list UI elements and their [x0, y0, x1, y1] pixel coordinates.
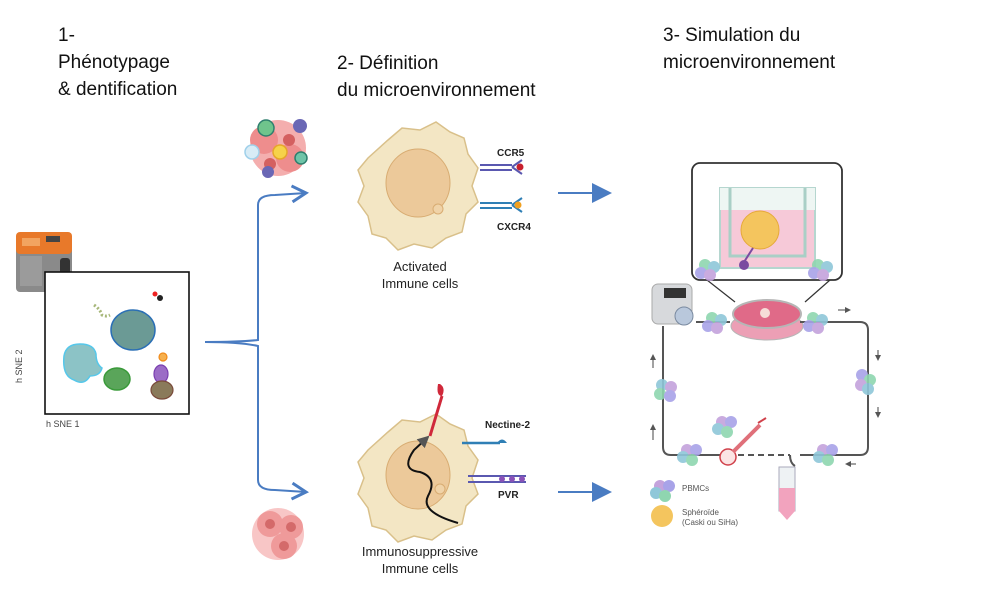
- cluster-teal-large: [110, 309, 156, 351]
- pbmc-clusters: [654, 259, 876, 466]
- cluster-purple: [153, 364, 169, 384]
- pvr-receptor-icon: [468, 475, 526, 483]
- activated-cells-label: Activated Immune cells: [370, 258, 470, 292]
- cluster-olive: [93, 303, 111, 318]
- cluster-red: [152, 291, 158, 297]
- cluster-brown: [150, 380, 174, 400]
- step1-line3: & dentification: [58, 79, 178, 100]
- legend-pbmc-icon: [650, 480, 675, 502]
- bracket-arrow: [204, 184, 310, 501]
- cluster-orange: [158, 352, 168, 362]
- legend-spheroid-line2: (Caski ou SiHa): [682, 518, 739, 527]
- step3-line1: 3- Simulation du: [663, 25, 801, 46]
- activated-label-line2: Immune cells: [381, 276, 459, 291]
- step1-title: 1- Phénotypage & dentification: [58, 22, 177, 103]
- tsne-plot: [44, 271, 190, 415]
- tumor-infiltrated-icon: [244, 119, 308, 178]
- activated-label-line1: Activated: [393, 259, 447, 274]
- immunosuppressive-cells-label: Immunosuppressive Immune cells: [360, 543, 480, 577]
- reservoir-tube-icon: [778, 466, 796, 520]
- petri-dish-icon: [730, 299, 804, 341]
- pvr-label: PVR: [498, 490, 519, 501]
- spheroid-icon: [740, 210, 780, 250]
- cluster-cyan: [62, 343, 103, 383]
- transwell-inset: [691, 162, 843, 281]
- step3-line2: microenvironnement: [663, 52, 836, 73]
- step2-title: 2- Définition du microenvironnement: [337, 50, 536, 104]
- signal-arrow-icon: [407, 435, 459, 524]
- immunosuppressive-label-line1: Immunosuppressive: [361, 544, 479, 559]
- step3-title: 3- Simulation du microenvironnement: [663, 22, 835, 76]
- cluster-black: [157, 295, 163, 301]
- step1-line1: 1-: [58, 25, 75, 46]
- circuit-tubing: [662, 321, 869, 467]
- ccr5-label: CCR5: [497, 148, 525, 159]
- legend-pbmc-label: PBMCs: [682, 484, 710, 493]
- immunosuppressive-immune-cell: [357, 384, 479, 543]
- nectine2-receptor-icon: [462, 439, 507, 445]
- flow-arrows: [650, 307, 881, 467]
- cxcr4-label: CXCR4: [497, 222, 531, 233]
- peristaltic-pump-icon: [651, 283, 694, 326]
- cxcr4-receptor-icon: [480, 197, 523, 213]
- tumor-icon: [252, 508, 304, 560]
- ccr5-receptor-icon: [480, 159, 524, 175]
- legend-spheroid-label: Sphéroïde (Caski ou SiHa): [682, 508, 738, 528]
- tsne-xlabel: h SNE 1: [46, 419, 80, 429]
- injection-port-icon: [719, 417, 767, 466]
- nectine2-label: Nectine-2: [485, 420, 531, 431]
- step2-line2: du microenvironnement: [337, 80, 536, 101]
- legend-spheroid-line1: Sphéroïde: [682, 508, 719, 517]
- step2-line1: 2- Définition: [337, 53, 439, 74]
- activated-immune-cell: [357, 121, 479, 251]
- tsne-ylabel: h SNE 2: [14, 349, 24, 383]
- immunosuppressive-label-line2: Immune cells: [381, 561, 459, 576]
- cluster-green: [103, 367, 131, 391]
- red-ligand-icon: [428, 395, 444, 437]
- legend-spheroid-icon: [651, 505, 673, 527]
- step1-line2: Phénotypage: [58, 52, 170, 73]
